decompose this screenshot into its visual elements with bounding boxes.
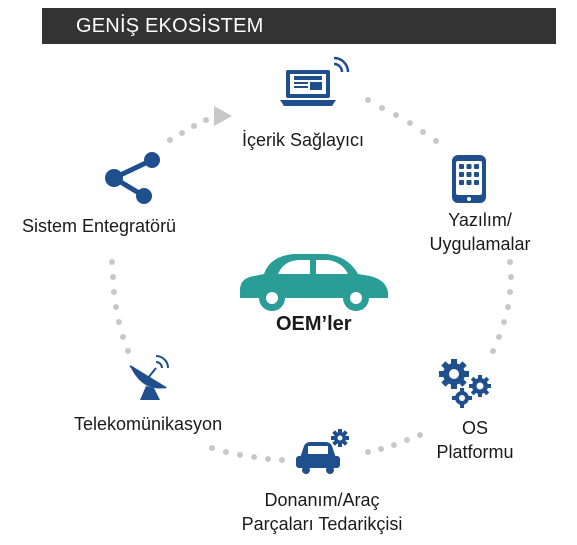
node-label-content: İçerik Sağlayıcı <box>242 130 365 150</box>
section-header: GENİŞ EKOSİSTEM <box>42 8 556 44</box>
arc-os-hardware <box>365 432 423 455</box>
node-label-software-line2: Uygulamalar <box>429 234 531 254</box>
gears-icon <box>439 359 491 408</box>
node-label-telecom: Telekomünikasyon <box>74 414 223 434</box>
cycle-arrowhead <box>214 106 232 126</box>
node-label-os: OS Platformu <box>420 416 530 464</box>
arc-integrator-content <box>167 106 232 143</box>
smartphone-apps-icon <box>452 155 486 203</box>
node-label-os-line1: OS <box>461 418 488 438</box>
node-label-hardware-line1: Donanım/Araç <box>264 490 380 510</box>
node-label-os-line2: Platformu <box>436 442 514 462</box>
arc-software-os <box>490 259 514 354</box>
arc-content-software <box>365 97 439 144</box>
node-label-integrator: Sistem Entegratörü <box>22 216 177 236</box>
car-icon <box>240 254 388 311</box>
share-network-icon <box>105 152 160 204</box>
section-title: GENİŞ EKOSİSTEM <box>76 15 264 37</box>
node-label-software-line1: Yazılım/ <box>448 210 512 230</box>
center-label-oem: OEM’ler <box>276 313 352 335</box>
node-label-hardware: Donanım/Araç Parçaları Tedarikçisi <box>222 488 422 536</box>
satellite-dish-icon <box>129 355 169 400</box>
node-label-hardware-line2: Parçaları Tedarikçisi <box>241 514 403 534</box>
laptop-news-icon <box>280 56 350 106</box>
node-label-software: Yazılım/ Uygulamalar <box>420 208 540 256</box>
arc-hardware-telecom <box>209 445 285 463</box>
cycle-dots <box>109 97 514 463</box>
arc-telecom-integrator <box>109 259 131 354</box>
car-gear-icon <box>296 429 349 474</box>
